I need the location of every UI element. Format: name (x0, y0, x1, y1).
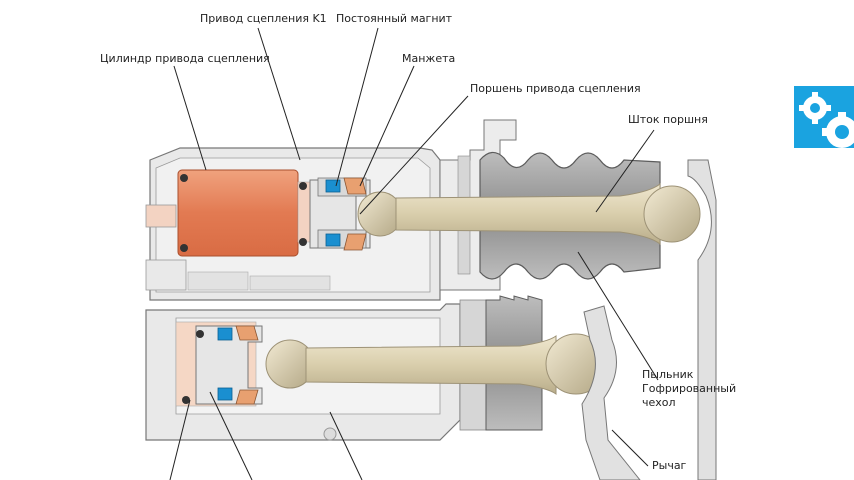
gear-logo-icon (794, 86, 854, 148)
label-dust-boot-line3: чехол (642, 396, 676, 409)
lever-lower (581, 305, 641, 480)
lever-upper (687, 159, 717, 480)
magnet-bottom (325, 233, 341, 247)
label-dust-boot-line2: Гофрированный (642, 382, 737, 395)
label-actuator-k1: Привод сцепления K1 (200, 12, 327, 25)
leader-lines (169, 27, 659, 480)
piston-assembly-lower (195, 325, 263, 405)
piston-assembly-upper (299, 177, 371, 251)
cuff-top (343, 177, 367, 195)
cuff-bottom (343, 233, 367, 251)
label-piston-rod: Шток поршня (628, 113, 708, 126)
piston-rod-upper (357, 182, 701, 246)
cylinder-chamber (177, 169, 311, 257)
label-piston: Поршень привода сцепления (470, 82, 641, 95)
label-dust-boot: Пыльник Гофрированный чехол (642, 368, 742, 410)
label-cuff: Манжета (402, 52, 456, 65)
label-dust-boot-line1: Пыльник (642, 368, 694, 381)
label-cylinder: Цилиндр привода сцепления (100, 52, 270, 65)
magnet-top (325, 179, 341, 193)
piston-rod-lower (265, 333, 607, 395)
label-permanent-magnet: Постоянный магнит (336, 12, 453, 25)
label-lever: Рычаг (652, 459, 687, 472)
